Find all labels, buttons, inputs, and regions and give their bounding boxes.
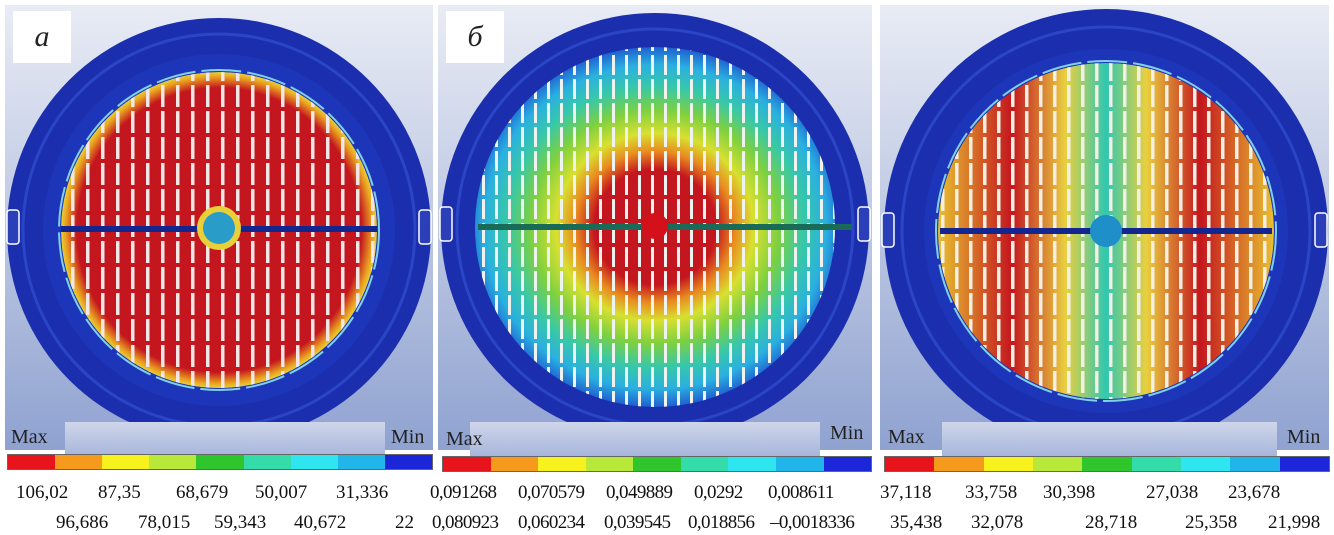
value-b-1: 0,091268	[430, 482, 497, 503]
value-c-8: 25,358	[1185, 512, 1238, 533]
value-b-2: 0,080923	[432, 512, 499, 533]
panel-label-a: а	[13, 11, 71, 63]
swatch-7	[1180, 457, 1231, 471]
stress-map-c	[880, 5, 1329, 450]
legend-max-b: Max	[446, 428, 483, 450]
value-b-4: 0,060234	[518, 512, 585, 533]
swatch-3	[102, 455, 150, 469]
value-c-2: 35,438	[890, 512, 943, 533]
stress-map-b	[438, 5, 872, 450]
value-c-1: 37,118	[880, 482, 932, 503]
legend-min-c: Min	[1287, 426, 1321, 448]
value-b-3: 0,070579	[518, 482, 585, 503]
legend-max-c: Max	[888, 426, 925, 448]
panel-a: а	[5, 5, 433, 450]
value-c-3: 33,758	[965, 482, 1018, 503]
value-b-9: 0,008611	[768, 482, 834, 503]
swatch-4	[1032, 457, 1083, 471]
value-a-7: 50,007	[255, 482, 308, 503]
swatch-5	[1082, 457, 1132, 471]
value-a-6: 59,343	[214, 512, 267, 533]
colorbar-a	[7, 454, 433, 470]
value-a-9: 31,336	[336, 482, 389, 503]
legend-max-a: Max	[11, 426, 48, 448]
swatch-8	[775, 457, 824, 471]
swatch-1	[443, 457, 491, 471]
value-c-7: 27,038	[1146, 482, 1199, 503]
panel-b: б	[438, 5, 872, 450]
swatch-1	[8, 455, 56, 469]
value-b-6: 0,039545	[604, 512, 671, 533]
swatch-2	[55, 455, 103, 469]
swatch-3	[983, 457, 1033, 471]
legend-min-b: Min	[830, 422, 864, 444]
swatch-5	[196, 455, 244, 469]
value-c-10: 21,998	[1268, 512, 1321, 533]
value-a-2: 96,686	[56, 512, 109, 533]
swatch-9	[384, 455, 432, 469]
value-b-10: –0,0018336	[770, 512, 855, 533]
swatch-3	[538, 457, 586, 471]
swatch-6	[1131, 457, 1181, 471]
swatch-4	[149, 455, 197, 469]
swatch-2	[490, 457, 539, 471]
legend-b: Max Min	[440, 422, 874, 472]
swatch-6	[243, 455, 291, 469]
colorbar-c	[884, 456, 1330, 472]
legend-a: Max Min	[5, 422, 433, 472]
swatch-9	[823, 457, 872, 471]
value-a-8: 40,672	[294, 512, 347, 533]
value-b-8: 0,018856	[688, 512, 755, 533]
value-c-6: 28,718	[1085, 512, 1138, 533]
value-a-10: 22	[395, 512, 414, 533]
value-b-7: 0,0292	[694, 482, 743, 503]
panel-c	[880, 5, 1329, 450]
value-a-3: 87,35	[98, 482, 141, 503]
swatch-8	[337, 455, 385, 469]
swatch-1	[885, 457, 935, 471]
legend-c: Max Min	[882, 422, 1332, 472]
value-b-5: 0,049889	[606, 482, 673, 503]
value-c-9: 23,678	[1228, 482, 1281, 503]
swatch-5	[633, 457, 681, 471]
swatch-8	[1230, 457, 1280, 471]
swatch-7	[728, 457, 776, 471]
swatch-4	[585, 457, 634, 471]
swatch-2	[934, 457, 984, 471]
value-c-5: 30,398	[1043, 482, 1096, 503]
colorbar-b	[442, 456, 872, 472]
swatch-9	[1279, 457, 1329, 471]
swatch-6	[680, 457, 729, 471]
stress-map-a	[5, 5, 433, 450]
swatch-7	[290, 455, 338, 469]
value-a-4: 78,015	[138, 512, 191, 533]
value-c-4: 32,078	[971, 512, 1024, 533]
legend-min-a: Min	[391, 426, 425, 448]
value-a-1: 106,02	[16, 482, 69, 503]
panel-label-b: б	[446, 11, 504, 63]
value-a-5: 68,679	[176, 482, 229, 503]
